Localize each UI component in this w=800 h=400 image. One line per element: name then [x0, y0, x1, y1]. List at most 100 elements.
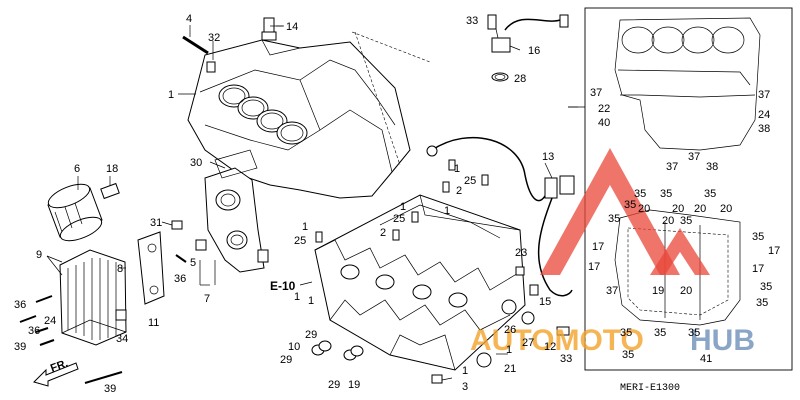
- callout-c3: 3: [462, 381, 468, 393]
- callout-c35d: 35: [624, 199, 636, 211]
- callout-c25a: 25: [294, 235, 306, 247]
- callout-c32: 32: [208, 32, 220, 44]
- bolts-left: [19, 295, 127, 384]
- callout-c1i: 1: [308, 295, 314, 307]
- callout-c1d: 1: [454, 163, 460, 175]
- callout-c15: 15: [539, 296, 551, 308]
- callout-c12: 12: [544, 341, 556, 353]
- callout-c29b: 29: [280, 354, 292, 366]
- direction-label: FR.: [49, 357, 70, 374]
- oil-filter: [47, 183, 103, 242]
- callout-c30: 30: [190, 157, 202, 169]
- callout-c35g: 35: [752, 231, 764, 243]
- callout-c33b: 33: [560, 353, 572, 365]
- callout-c1c: 1: [302, 221, 308, 233]
- callout-c33a: 33: [466, 15, 478, 27]
- callout-c17b: 17: [768, 245, 780, 257]
- callout-c16: 16: [528, 45, 540, 57]
- crank-sensor-harness: [426, 136, 575, 297]
- dowel-pin: [206, 61, 216, 73]
- callout-c2a: 2: [380, 227, 386, 239]
- dowels-center: [315, 159, 570, 384]
- callout-c20e: 20: [662, 215, 674, 227]
- callout-c37b: 37: [758, 89, 770, 101]
- watermark-text-orange: AUTOMOTO: [470, 324, 644, 357]
- callout-c10: 10: [288, 341, 300, 353]
- callout-c14: 14: [286, 21, 298, 33]
- callout-c35j: 35: [620, 327, 632, 339]
- callout-c29a: 29: [305, 329, 317, 341]
- oil-cooler: [59, 249, 127, 346]
- callout-c17a: 17: [592, 241, 604, 253]
- callout-c20b: 20: [672, 203, 684, 215]
- callout-c25c: 25: [464, 175, 476, 187]
- stud-bolt: [182, 25, 209, 55]
- callout-c9: 9: [36, 249, 42, 261]
- callout-c26: 26: [504, 324, 516, 336]
- callout-c37e: 37: [606, 285, 618, 297]
- callout-c20a: 20: [638, 203, 650, 215]
- callout-c41: 41: [700, 353, 712, 365]
- callout-c39a: 39: [14, 341, 26, 353]
- callout-c13: 13: [542, 151, 554, 163]
- oil-cooler-bracket: [137, 231, 165, 305]
- callout-c36c: 36: [28, 325, 40, 337]
- callout-c39b: 39: [104, 383, 116, 395]
- callout-c1f: 1: [294, 291, 300, 303]
- callout-c17c: 17: [588, 261, 600, 273]
- callout-c20c: 20: [694, 203, 706, 215]
- callout-c35c: 35: [608, 213, 620, 225]
- callout-c35h: 35: [760, 281, 772, 293]
- callout-c24a: 24: [44, 315, 56, 327]
- callout-c2b: 2: [456, 185, 462, 197]
- callout-c37a: 37: [590, 87, 602, 99]
- callout-c21: 21: [504, 363, 516, 375]
- callout-c7: 7: [204, 293, 210, 305]
- leader-lines: [46, 25, 578, 381]
- callout-c1g: 1: [506, 344, 512, 356]
- callout-c38a: 38: [758, 123, 770, 135]
- callout-c4: 4: [186, 13, 192, 25]
- callout-c11: 11: [148, 317, 159, 329]
- front-direction-arrow: FR.: [33, 357, 79, 387]
- callout-c35f: 35: [680, 215, 692, 227]
- callout-c35b: 35: [660, 188, 672, 200]
- callout-c35l: 35: [688, 327, 700, 339]
- watermark-text-blue: HUB: [690, 324, 755, 357]
- section-reference: E-10: [270, 279, 296, 293]
- callout-c23: 23: [515, 247, 527, 259]
- callout-c20d: 20: [720, 203, 732, 215]
- callout-c22: 22: [598, 103, 610, 115]
- callout-c38b: 38: [706, 161, 718, 173]
- upper-crankcase: [187, 31, 431, 199]
- callout-c18: 18: [106, 163, 118, 175]
- callout-c19b: 19: [652, 285, 664, 297]
- oil-pan-cover: [204, 149, 269, 273]
- lower-crankcase: [314, 194, 526, 371]
- callout-c35i: 35: [756, 297, 768, 309]
- callout-c1h: 1: [462, 365, 468, 377]
- callout-c40: 40: [598, 117, 610, 129]
- callout-c5: 5: [190, 257, 196, 269]
- watermark: AUTOMOTO HUB: [470, 148, 755, 357]
- callout-c37d: 37: [688, 151, 700, 163]
- callout-c37c: 37: [666, 161, 678, 173]
- callout-c36b: 36: [14, 299, 26, 311]
- callout-c29c: 29: [328, 379, 340, 391]
- oil-jets: [311, 340, 364, 361]
- callout-c35k: 35: [654, 327, 666, 339]
- callout-c20f: 20: [680, 285, 692, 297]
- callout-c34: 34: [116, 333, 128, 345]
- oil-pressure-switch: [261, 17, 284, 41]
- callout-c35a: 35: [634, 188, 646, 200]
- callout-c1b: 1: [400, 201, 406, 213]
- callout-c25b: 25: [393, 213, 405, 225]
- callout-c24b: 24: [758, 109, 770, 121]
- callout-c36a: 36: [174, 273, 186, 285]
- callout-c1e: 1: [444, 205, 450, 217]
- dowel: [171, 220, 207, 263]
- callout-c35m: 35: [622, 349, 634, 361]
- callout-c35e: 35: [704, 188, 716, 200]
